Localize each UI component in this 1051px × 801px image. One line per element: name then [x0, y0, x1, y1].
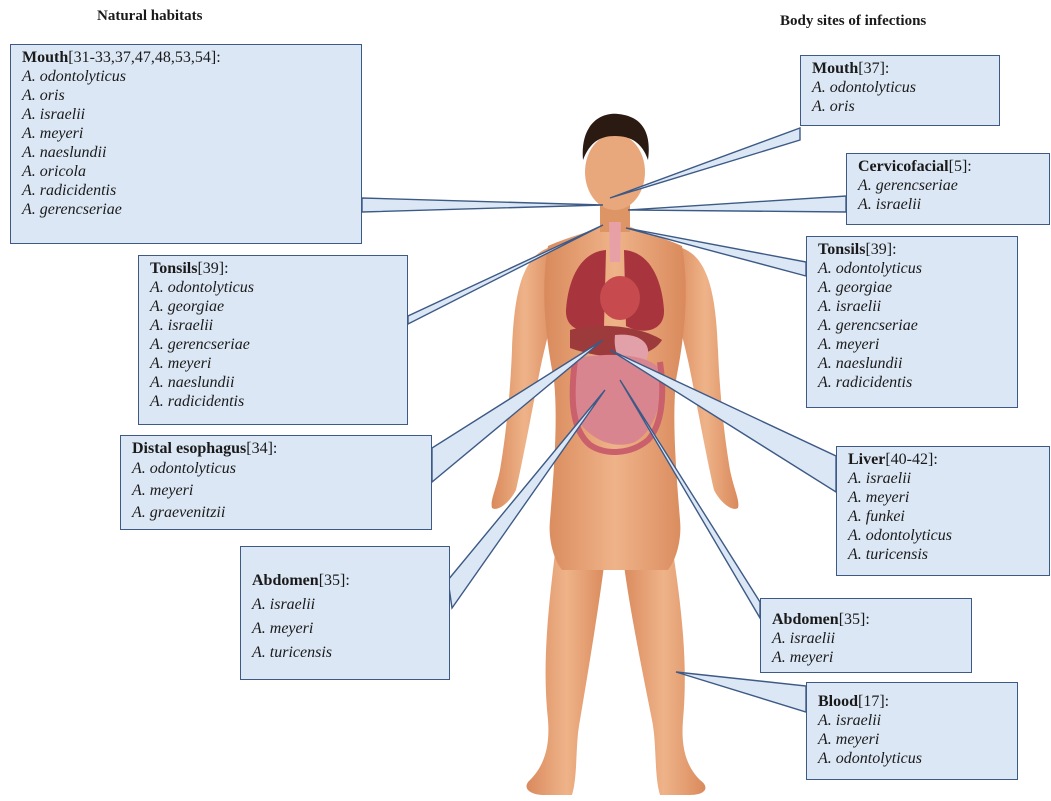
callout-infection-blood: Blood[17]: A. israelii A. meyeri A. odon…: [806, 682, 1018, 780]
species-item: A. naeslundii: [150, 373, 399, 392]
pointer-infection-cervicofacial: [628, 196, 846, 212]
callout-ref: [35]:: [319, 572, 350, 589]
callout-label: Distal esophagus: [132, 440, 246, 457]
species-item: A. meyeri: [150, 354, 399, 373]
species-item: A. gerencseriae: [818, 316, 1009, 335]
species-item: A. odontolyticus: [150, 278, 399, 297]
species-item: A. georgiae: [818, 278, 1009, 297]
species-item: A. israelii: [818, 711, 1009, 730]
heart: [600, 276, 640, 320]
callout-label: Abdomen: [252, 572, 319, 589]
species-item: A. israelii: [150, 316, 399, 335]
callout-ref: [34]:: [246, 440, 277, 457]
species-item: A. odontolyticus: [848, 526, 1041, 545]
species-item: A. israelii: [252, 593, 441, 617]
species-item: A. israelii: [818, 297, 1009, 316]
species-item: A. meyeri: [252, 617, 441, 641]
species-item: A. naeslundii: [22, 143, 353, 162]
callout-label: Tonsils: [818, 241, 865, 258]
species-item: A. odontolyticus: [812, 78, 991, 97]
callout-infection-abdomen: Abdomen[35]: A. israelii A. meyeri: [760, 598, 972, 673]
species-item: A. odontolyticus: [22, 67, 353, 86]
pointer-habitat-mouth: [362, 198, 603, 212]
callout-infection-mouth: Mouth[37]: A. odontolyticus A. oris: [800, 55, 1000, 126]
callout-ref: [37]:: [858, 60, 889, 77]
callout-habitat-distal-esophagus: Distal esophagus[34]: A. odontolyticus A…: [120, 435, 432, 530]
species-item: A. turicensis: [848, 545, 1041, 564]
species-item: A. meyeri: [132, 480, 423, 502]
callout-habitat-tonsils: Tonsils[39]: A. odontolyticus A. georgia…: [138, 255, 408, 425]
human-body: [492, 114, 739, 795]
callout-habitat-abdomen: Abdomen[35]: A. israelii A. meyeri A. tu…: [240, 546, 450, 680]
callout-ref: [17]:: [858, 693, 889, 710]
callout-ref: [5]:: [949, 158, 972, 175]
species-item: A. odontolyticus: [818, 749, 1009, 768]
species-item: A. radicidentis: [818, 373, 1009, 392]
callout-infection-tonsils: Tonsils[39]: A. odontolyticus A. georgia…: [806, 236, 1018, 408]
species-item: A. funkei: [848, 507, 1041, 526]
left-leg: [526, 545, 606, 795]
species-item: A. meyeri: [818, 335, 1009, 354]
species-item: A. israelii: [772, 629, 963, 648]
trachea: [609, 222, 621, 262]
species-item: A. turicensis: [252, 641, 441, 665]
callout-label: Liver: [848, 451, 885, 468]
species-item: A. gerencseriae: [150, 335, 399, 354]
species-item: A. radicidentis: [22, 181, 353, 200]
pointer-infection-blood: [676, 672, 806, 712]
species-item: A. odontolyticus: [132, 458, 423, 480]
species-item: A. israelii: [22, 105, 353, 124]
callout-infection-liver: Liver[40-42]: A. israelii A. meyeri A. f…: [836, 446, 1050, 576]
callout-infection-cervicofacial: Cervicofacial[5]: A. gerencseriae A. isr…: [846, 153, 1050, 225]
species-item: A. odontolyticus: [818, 259, 1009, 278]
species-item: A. meyeri: [772, 648, 963, 667]
species-item: A. oricola: [22, 162, 353, 181]
callout-ref: [39]:: [865, 241, 896, 258]
species-item: A. israelii: [848, 469, 1041, 488]
callout-habitat-mouth: Mouth[31-33,37,47,48,53,54]: A. odontoly…: [10, 44, 362, 244]
callout-label: Cervicofacial: [858, 158, 949, 175]
species-item: A. gerencseriae: [22, 200, 353, 219]
species-item: A. meyeri: [848, 488, 1041, 507]
species-item: A. graevenitzii: [132, 502, 423, 524]
callout-ref: [35]:: [839, 611, 870, 628]
species-item: A. gerencseriae: [858, 176, 1041, 195]
species-item: A. meyeri: [22, 124, 353, 143]
callout-label: Mouth: [812, 60, 858, 77]
right-leg: [622, 545, 705, 795]
callout-label: Tonsils: [150, 260, 197, 277]
species-item: A. oris: [812, 97, 991, 116]
species-item: A. naeslundii: [818, 354, 1009, 373]
species-item: A. oris: [22, 86, 353, 105]
head: [585, 134, 645, 210]
callout-ref: [39]:: [197, 260, 228, 277]
callout-label: Abdomen: [772, 611, 839, 628]
species-item: A. meyeri: [818, 730, 1009, 749]
callout-ref: [40-42]:: [885, 451, 937, 468]
species-item: A. radicidentis: [150, 392, 399, 411]
species-item: A. georgiae: [150, 297, 399, 316]
callout-label: Mouth: [22, 49, 68, 66]
callout-label: Blood: [818, 693, 858, 710]
callout-ref: [31-33,37,47,48,53,54]:: [68, 49, 220, 66]
species-item: A. israelii: [858, 195, 1041, 214]
